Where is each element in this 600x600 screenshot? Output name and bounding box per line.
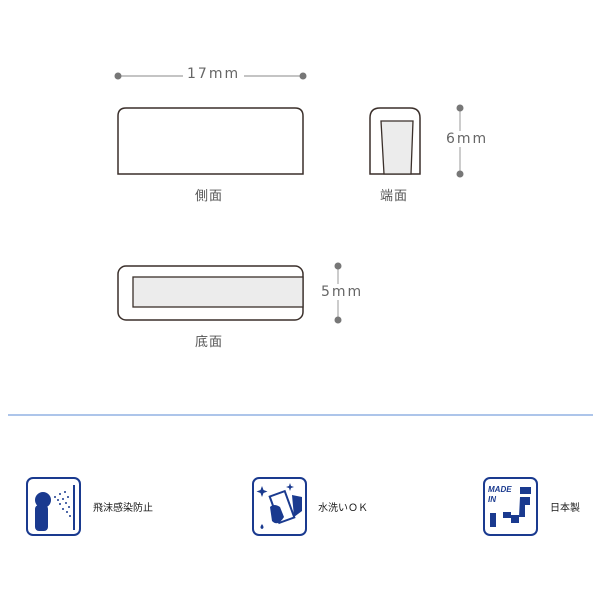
feature-label-made-in-japan: 日本製 <box>550 503 580 514</box>
svg-text:MADE: MADE <box>488 485 512 494</box>
washable-icon <box>252 477 307 536</box>
droplet-prevention-icon <box>26 477 81 536</box>
end-view-caption: 端面 <box>380 189 409 204</box>
bottom-view-insert <box>132 276 304 308</box>
length-label: 17mm <box>183 66 245 82</box>
side-view <box>117 107 304 175</box>
side-view-caption: 側面 <box>195 189 224 204</box>
made-in-japan-icon: MADE IN <box>483 477 538 536</box>
feature-label-washable: 水洗いＯＫ <box>318 503 368 514</box>
height-label: 6mm <box>446 131 489 147</box>
height-dimension <box>456 104 464 178</box>
svg-text:IN: IN <box>488 495 496 504</box>
feature-label-droplet: 飛沫感染防止 <box>93 503 153 514</box>
bottom-view-caption: 底面 <box>195 335 224 350</box>
end-view-insert <box>380 120 414 175</box>
width-label: 5mm <box>321 284 364 300</box>
